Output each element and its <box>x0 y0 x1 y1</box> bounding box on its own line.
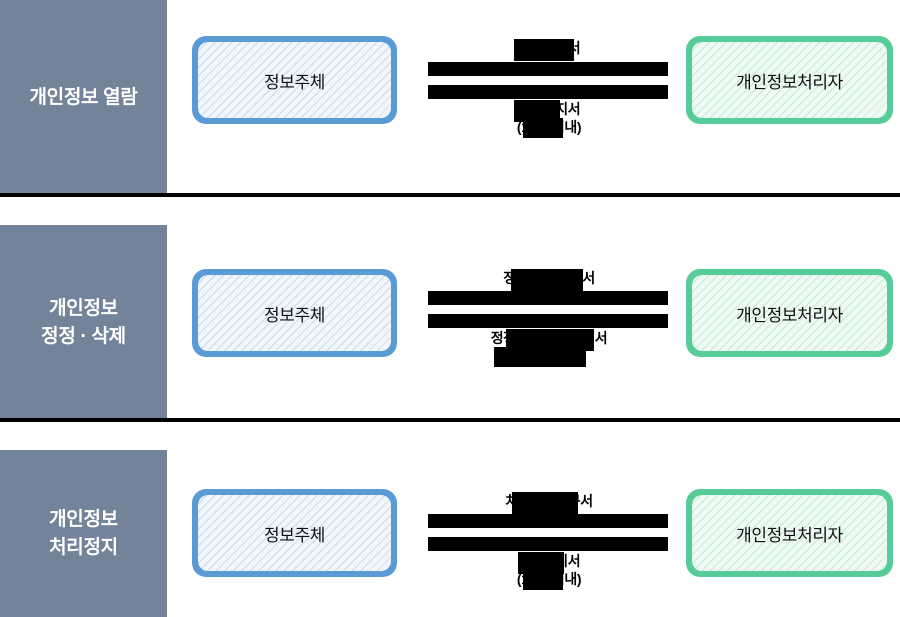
censor-block-return-note-access <box>523 118 563 138</box>
message-column-access: 열람요구서 열람통지서 (10일 이내) <box>418 0 680 195</box>
redaction-bar-forward-access <box>428 62 668 76</box>
censor-block-forward-processing-suspension <box>512 492 578 514</box>
category-label-processing-suspension: 개인정보 처리정지 <box>49 508 118 558</box>
section-access: 개인정보 열람 정보주체 열람요구서 열람통지서 (10일 이내) 개인정보처리… <box>0 0 900 195</box>
censor-block-return-processing-suspension <box>518 552 564 574</box>
actor-subject-processing-suspension-label: 정보주체 <box>264 525 325 545</box>
actor-controller-correction-deletion-fill: 개인정보처리자 <box>692 275 887 351</box>
actor-subject-processing-suspension-fill: 정보주체 <box>198 495 391 571</box>
actor-subject-correction-deletion[interactable]: 정보주체 <box>192 269 397 357</box>
actor-controller-processing-suspension-label: 개인정보처리자 <box>736 525 843 545</box>
redaction-bar-return-access <box>428 85 668 99</box>
actor-controller-correction-deletion[interactable]: 개인정보처리자 <box>686 269 893 357</box>
actor-subject-access-label: 정보주체 <box>264 72 325 92</box>
redaction-bar-return-correction-deletion <box>428 314 668 328</box>
section-correction-deletion: 개인정보 정정 · 삭제 정보주체 정정·삭제요구서 정정·삭제결과통지서 개인… <box>0 225 900 420</box>
section-divider-1 <box>0 193 900 197</box>
section-divider-2 <box>0 418 900 422</box>
actor-subject-processing-suspension[interactable]: 정보주체 <box>192 489 397 577</box>
censor-block-forward-correction-deletion <box>511 269 583 291</box>
message-column-processing-suspension: 처리정지요구서 결과통지서 (10일 이내) <box>418 450 680 617</box>
actor-subject-correction-deletion-label: 정보주체 <box>264 305 325 325</box>
actor-controller-correction-deletion-label: 개인정보처리자 <box>736 305 843 325</box>
censor-block-return-extra-correction-deletion <box>494 347 586 367</box>
actor-controller-processing-suspension-fill: 개인정보처리자 <box>692 495 887 571</box>
redaction-bar-forward-processing-suspension <box>428 514 668 528</box>
actor-controller-access-label: 개인정보처리자 <box>736 72 843 92</box>
censor-block-return-correction-deletion <box>506 329 594 351</box>
actor-controller-access[interactable]: 개인정보처리자 <box>686 36 893 124</box>
censor-block-return-access <box>514 100 560 122</box>
censor-block-return-note-processing-suspension <box>523 570 563 590</box>
category-label-access: 개인정보 열람 <box>29 86 138 108</box>
actor-subject-access[interactable]: 정보주체 <box>192 36 397 124</box>
redaction-bar-return-processing-suspension <box>428 537 668 551</box>
actor-controller-access-fill: 개인정보처리자 <box>692 42 887 118</box>
category-panel-access: 개인정보 열람 <box>0 0 167 195</box>
message-column-correction-deletion: 정정·삭제요구서 정정·삭제결과통지서 <box>418 225 680 420</box>
censor-block-forward-access <box>514 39 574 61</box>
section-processing-suspension: 개인정보 처리정지 정보주체 처리정지요구서 결과통지서 (10일 이내) 개인… <box>0 450 900 617</box>
category-panel-processing-suspension: 개인정보 처리정지 <box>0 450 167 617</box>
category-label-correction-deletion: 개인정보 정정 · 삭제 <box>41 297 126 347</box>
actor-subject-access-fill: 정보주체 <box>198 42 391 118</box>
category-panel-correction-deletion: 개인정보 정정 · 삭제 <box>0 225 167 420</box>
redaction-bar-forward-correction-deletion <box>428 291 668 305</box>
actor-controller-processing-suspension[interactable]: 개인정보처리자 <box>686 489 893 577</box>
actor-subject-correction-deletion-fill: 정보주체 <box>198 275 391 351</box>
